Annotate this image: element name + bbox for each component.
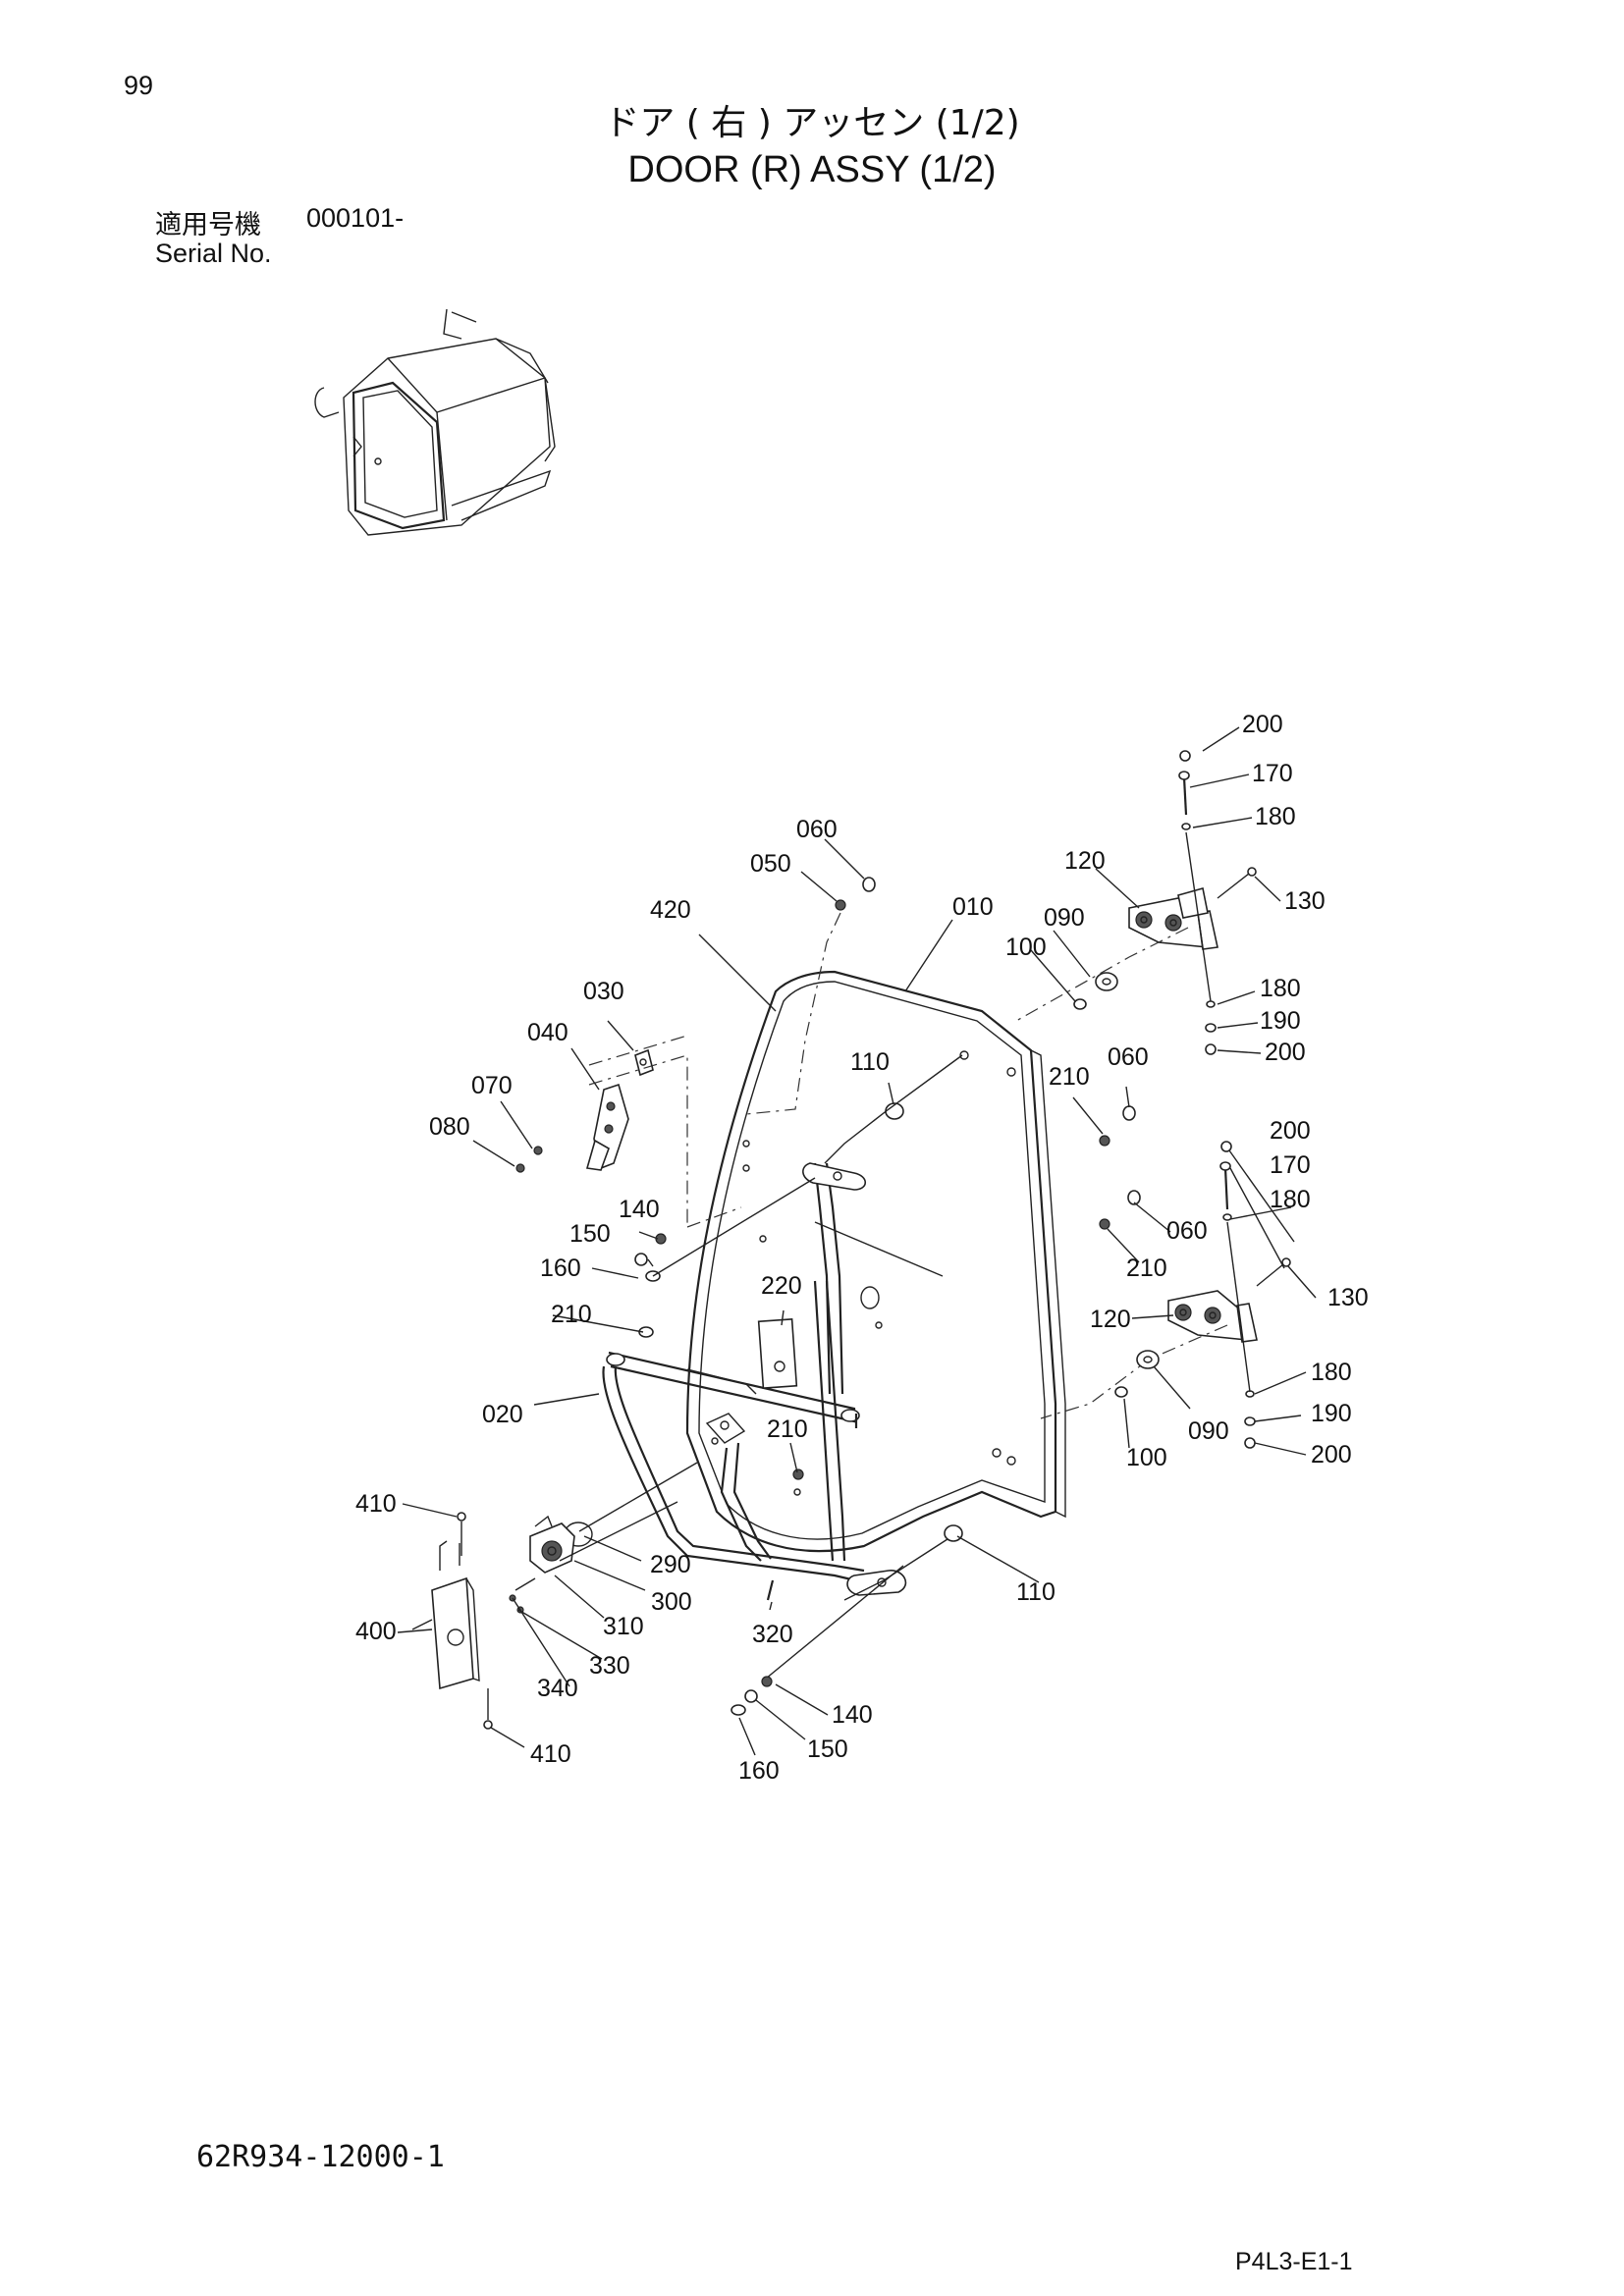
page-reference: P4L3-E1-1 bbox=[1235, 2248, 1353, 2275]
callout-300: 300 bbox=[651, 1588, 692, 1616]
callout-200: 200 bbox=[1311, 1441, 1352, 1468]
callout-210: 210 bbox=[767, 1415, 808, 1443]
callout-150: 150 bbox=[569, 1220, 611, 1248]
callout-060: 060 bbox=[1166, 1217, 1208, 1245]
callout-200: 200 bbox=[1265, 1039, 1306, 1066]
page-number: 99 bbox=[124, 71, 154, 100]
callout-080: 080 bbox=[429, 1113, 470, 1141]
callout-190: 190 bbox=[1311, 1400, 1352, 1427]
callout-170: 170 bbox=[1252, 760, 1293, 787]
handle-frame-020 bbox=[602, 1162, 907, 1596]
callout-130: 130 bbox=[1284, 887, 1326, 915]
callout-140: 140 bbox=[832, 1701, 873, 1729]
callout-330: 330 bbox=[589, 1652, 630, 1680]
callout-220: 220 bbox=[761, 1272, 802, 1300]
serial-label-japanese: 適用号機 bbox=[155, 210, 261, 240]
glass-fasteners bbox=[634, 877, 1141, 1716]
callout-170: 170 bbox=[1270, 1151, 1311, 1179]
callout-210: 210 bbox=[1049, 1063, 1090, 1091]
callout-090: 090 bbox=[1188, 1417, 1229, 1445]
serial-label-english: Serial No. bbox=[155, 239, 272, 268]
upper-hinge bbox=[1015, 750, 1257, 1055]
lower-hinge bbox=[1040, 1141, 1291, 1449]
callout-050: 050 bbox=[750, 850, 791, 878]
callout-180: 180 bbox=[1255, 803, 1296, 830]
callout-040: 040 bbox=[527, 1019, 568, 1046]
callout-320: 320 bbox=[752, 1621, 793, 1648]
leader-lines bbox=[397, 726, 1317, 1756]
callout-060: 060 bbox=[796, 816, 838, 843]
callout-340: 340 bbox=[537, 1675, 578, 1702]
callout-100: 100 bbox=[1005, 934, 1047, 961]
callout-140: 140 bbox=[619, 1196, 660, 1223]
callout-400: 400 bbox=[355, 1618, 397, 1645]
callout-100: 100 bbox=[1126, 1444, 1167, 1471]
callout-160: 160 bbox=[738, 1757, 780, 1785]
callout-410: 410 bbox=[530, 1740, 571, 1768]
door-glass-010 bbox=[685, 970, 1066, 1553]
drawing-part-code: 62R934-12000-1 bbox=[196, 2140, 445, 2174]
callout-010: 010 bbox=[952, 893, 994, 921]
callout-130: 130 bbox=[1327, 1284, 1369, 1311]
callout-200: 200 bbox=[1242, 711, 1283, 738]
lock-cylinder-and-cover bbox=[411, 1462, 698, 1730]
callout-200: 200 bbox=[1270, 1117, 1311, 1145]
callout-060: 060 bbox=[1108, 1043, 1149, 1071]
callout-020: 020 bbox=[482, 1401, 523, 1428]
callout-110: 110 bbox=[1016, 1578, 1056, 1606]
callout-120: 120 bbox=[1090, 1306, 1131, 1333]
callout-labels: 200 170 180 060 050 120 130 420 010 090 … bbox=[355, 711, 1369, 1785]
serial-number-value: 000101- bbox=[306, 203, 405, 233]
callout-180: 180 bbox=[1270, 1186, 1311, 1213]
callout-190: 190 bbox=[1260, 1007, 1301, 1035]
callout-310: 310 bbox=[603, 1613, 644, 1640]
callout-410: 410 bbox=[355, 1490, 397, 1518]
callout-070: 070 bbox=[471, 1072, 513, 1099]
callout-210: 210 bbox=[551, 1301, 592, 1328]
callout-160: 160 bbox=[540, 1255, 581, 1282]
title-japanese: ドア ( 右 ) アッセン (1/2) bbox=[604, 103, 1020, 143]
callout-110: 110 bbox=[850, 1048, 890, 1076]
callout-210: 210 bbox=[1126, 1255, 1167, 1282]
cab-location-thumbnail bbox=[314, 308, 556, 536]
callout-030: 030 bbox=[583, 978, 624, 1005]
title-english: DOOR (R) ASSY (1/2) bbox=[627, 149, 997, 190]
callout-180: 180 bbox=[1311, 1359, 1352, 1386]
callout-150: 150 bbox=[807, 1735, 848, 1763]
callout-090: 090 bbox=[1044, 904, 1085, 932]
callout-290: 290 bbox=[650, 1551, 691, 1578]
callout-180: 180 bbox=[1260, 975, 1301, 1002]
callout-120: 120 bbox=[1064, 847, 1106, 875]
callout-420: 420 bbox=[650, 896, 691, 924]
lock-parts bbox=[515, 1035, 742, 1228]
